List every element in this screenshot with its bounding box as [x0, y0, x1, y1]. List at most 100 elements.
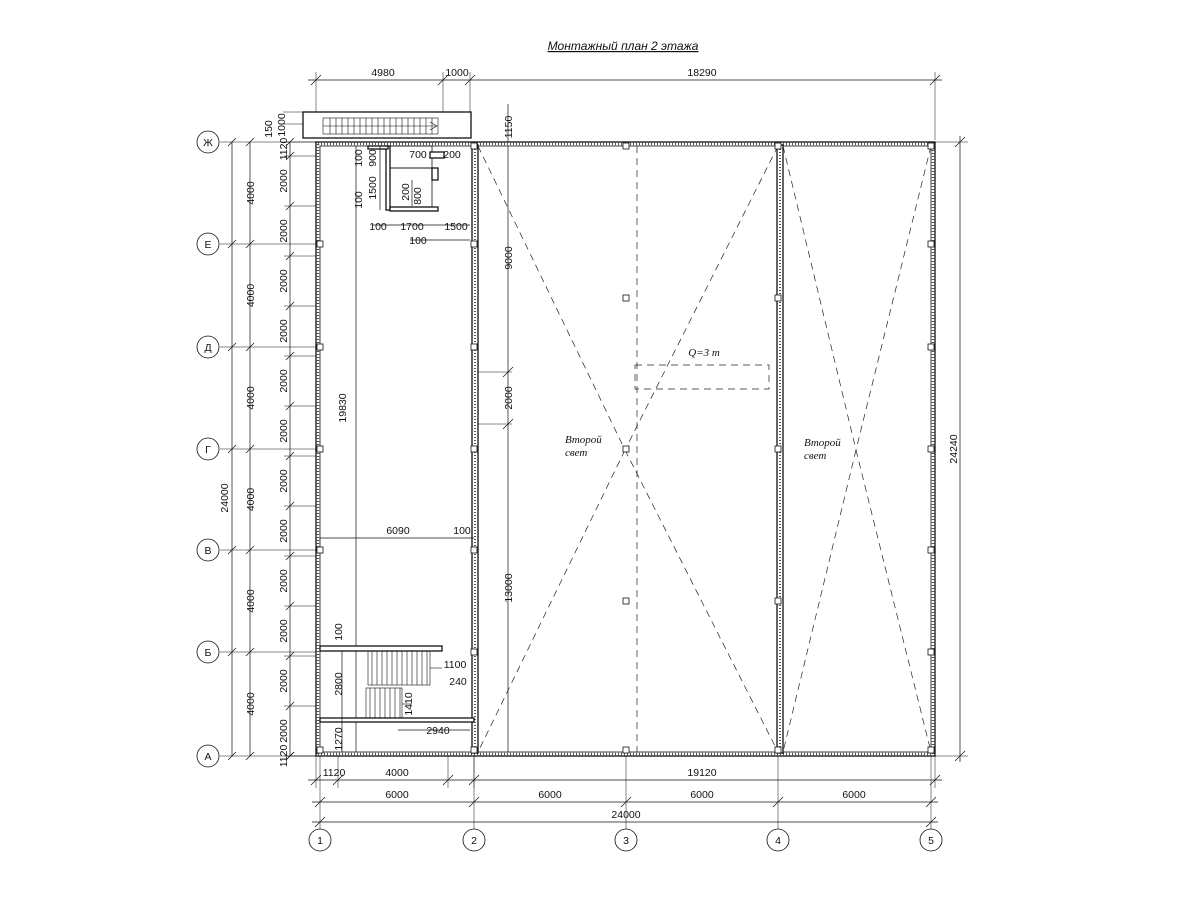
- col-axis-1: 2: [462, 828, 486, 852]
- column-mark: [774, 294, 782, 302]
- row-axis-2: Д: [196, 335, 220, 359]
- dim-mid-100: 100: [453, 525, 471, 537]
- plan-title: Монтажный план 2 этажа: [548, 39, 699, 53]
- dim-left-mid: 4000: [245, 284, 257, 308]
- dim-left-inner: 2000: [278, 569, 290, 593]
- column-mark: [470, 746, 478, 754]
- dim-6090: 6090: [386, 525, 410, 537]
- column-axes: 1 2 3 4 5: [308, 756, 943, 852]
- column-mark: [470, 445, 478, 453]
- col-axis-label: 3: [623, 835, 629, 847]
- column-mark: [774, 142, 782, 150]
- dim-top-4980: 4980: [371, 67, 395, 79]
- dim-left-mid: 4000: [245, 692, 257, 716]
- row-axis-label: Е: [204, 239, 211, 251]
- dim-left-inner: 2000: [278, 269, 290, 293]
- column-mark: [774, 746, 782, 754]
- row-axis-label: В: [204, 545, 211, 557]
- dim-13000: 13000: [503, 573, 515, 602]
- column-mark: [316, 546, 324, 554]
- dim-left-top-150: 150: [263, 120, 275, 138]
- column-mark: [470, 343, 478, 351]
- span-dims-hall: [478, 146, 514, 752]
- second-light-hall-1: [477, 145, 779, 753]
- dim-right-24240: 24240: [948, 434, 960, 463]
- col-axis-label: 1: [317, 835, 323, 847]
- column-mark: [927, 142, 935, 150]
- column-mark: [927, 240, 935, 248]
- column-mark: [316, 445, 324, 453]
- col-axis-4: 5: [919, 828, 943, 852]
- column-mark: [927, 648, 935, 656]
- dim-stair-1410: 1410: [403, 692, 415, 716]
- row-axis-label: А: [204, 751, 211, 763]
- second-light-hall-2: [782, 145, 932, 753]
- dim-room-100d: 100: [409, 235, 427, 247]
- row-axis-5: Б: [196, 640, 220, 664]
- column-mark: [927, 746, 935, 754]
- dim-room-100a: 100: [353, 149, 365, 167]
- dim-left-24000: 24000: [219, 483, 231, 512]
- dim-left-inner: 2000: [278, 369, 290, 393]
- dim-2000-hall: 2000: [503, 386, 515, 410]
- column-mark: [622, 445, 630, 453]
- internal-stair: [319, 645, 475, 752]
- col-axis-2: 3: [614, 828, 638, 852]
- dim-left-inner: 2000: [278, 469, 290, 493]
- dim-stair-1270: 1270: [333, 727, 345, 751]
- top-dimension-line: 4980 1000 18290: [308, 67, 942, 140]
- dim-bottom-6000-c: 6000: [690, 789, 714, 801]
- dim-room-900: 900: [367, 149, 379, 167]
- column-mark: [470, 142, 478, 150]
- bottom-dimension-line-2: [312, 801, 938, 823]
- dim-bottom-1120: 1120: [323, 767, 346, 779]
- column-mark: [316, 343, 324, 351]
- column-mark: [927, 343, 935, 351]
- row-axis-label: Г: [205, 444, 211, 456]
- dim-left-inner: 2000: [278, 669, 290, 693]
- column-mark: [927, 546, 935, 554]
- col-axis-3: 4: [766, 828, 790, 852]
- dim-room-200b: 200: [400, 183, 412, 201]
- row-axis-1: Е: [196, 232, 220, 256]
- col-axis-label: 2: [471, 835, 477, 847]
- crane-label: Q=3 т: [688, 347, 720, 359]
- dim-bottom-6000-d: 6000: [842, 789, 866, 801]
- dim-stair-2800: 2800: [333, 672, 345, 696]
- column-mark: [470, 648, 478, 656]
- dim-bottom-4000: 4000: [385, 767, 409, 779]
- dim-left-mid: 4000: [245, 589, 257, 613]
- second-light-label-1a: Второй: [565, 434, 602, 446]
- dim-left-inner: 2000: [278, 219, 290, 243]
- dim-left-top-1000: 1000: [276, 113, 288, 137]
- dim-room-1500a: 1500: [367, 176, 379, 200]
- second-light-label-2b: свет: [804, 450, 826, 462]
- column-mark: [622, 294, 630, 302]
- dim-room-100b: 100: [353, 191, 365, 209]
- dim-room-800: 800: [412, 187, 424, 205]
- dim-9000: 9000: [503, 246, 515, 270]
- column-mark: [774, 445, 782, 453]
- column-mark: [470, 546, 478, 554]
- dim-bottom-6000-b: 6000: [538, 789, 562, 801]
- dim-stair-100: 100: [333, 623, 345, 641]
- column-mark: [927, 445, 935, 453]
- dim-left-inner: 2000: [278, 519, 290, 543]
- dim-top-18290: 18290: [687, 67, 716, 79]
- col-axis-0: 1: [308, 828, 332, 852]
- dim-left-inner: 2000: [278, 419, 290, 443]
- dim-left-mid: 4000: [245, 386, 257, 410]
- second-light-label-1b: свет: [565, 447, 587, 459]
- dim-stair-240: 240: [449, 676, 467, 688]
- dim-room-1700: 1700: [400, 221, 424, 233]
- dim-left-inner: 2000: [278, 169, 290, 193]
- dim-1150: 1150: [503, 116, 515, 139]
- dim-stair-2940: 2940: [426, 725, 450, 737]
- dim-room-1500b: 1500: [444, 221, 468, 233]
- dim-room-700: 700: [409, 149, 427, 161]
- column-mark: [774, 597, 782, 605]
- dim-left-inner: 2000: [278, 319, 290, 343]
- row-axis-label: Ж: [203, 137, 213, 149]
- dim-bottom-6000-a: 6000: [385, 789, 409, 801]
